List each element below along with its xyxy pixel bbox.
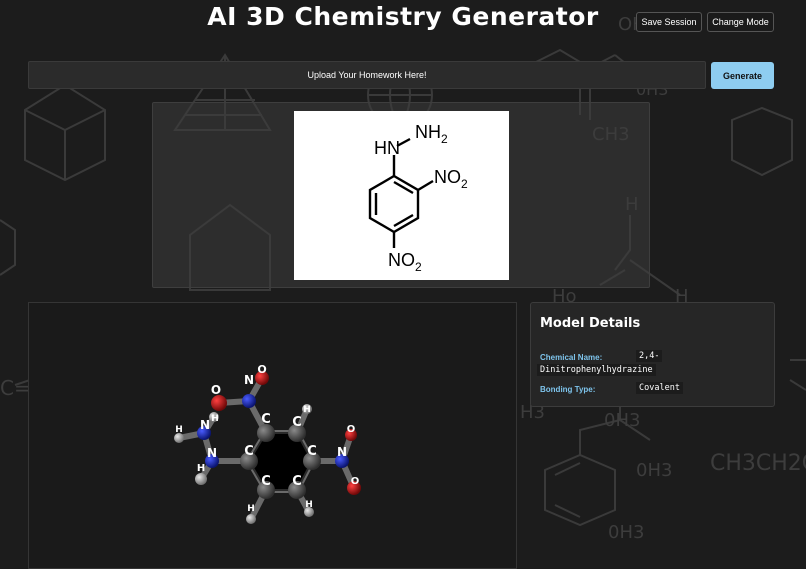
svg-text:0H3: 0H3 [608,522,644,543]
atom-label-c: C [307,444,317,459]
atom-label-h: H [247,504,255,514]
atom-oxygen [211,395,227,411]
generate-button[interactable]: Generate [711,62,774,89]
no2-right-label: NO2 [434,167,468,191]
structure-image: HN NH2 NO2 NO2 [294,111,509,280]
atom-label-n: N [200,418,210,432]
model-details-panel: Model Details Chemical Name: 2,4- Dinitr… [530,302,775,407]
atom-oxygen [347,481,361,495]
atom-carbon [288,481,306,499]
svg-text:0H3: 0H3 [636,460,672,481]
atom-nitrogen [197,426,211,440]
atom-label-n: N [244,373,254,387]
atom-nitrogen [242,394,256,408]
atom-label-n: N [337,445,347,459]
structure-drawing: HN NH2 NO2 NO2 [368,122,468,274]
atom-hydrogen [302,404,312,414]
svg-text:C=: C= [0,376,31,400]
atom-nitrogen [335,454,349,468]
change-mode-button[interactable]: Change Mode [707,12,774,32]
atom-label-o: O [347,424,356,435]
atom-label-h: H [305,500,313,510]
svg-text:0H3: 0H3 [604,410,640,431]
atom-label-o: O [257,363,266,376]
atom-oxygen [345,429,357,441]
save-session-button[interactable]: Save Session [636,12,702,32]
atom-carbon [240,452,258,470]
atom-label-o: O [351,476,360,487]
chemical-name-value-line2: Dinitrophenylhydrazine [537,364,656,376]
upload-label: Upload Your Homework Here! [307,70,427,80]
atom-carbon [303,452,321,470]
no2-bottom-label: NO2 [388,250,422,274]
atom-label-h: H [175,425,183,435]
atom-hydrogen [195,473,207,485]
chemical-name-value-line1: 2,4- [636,350,663,362]
atom-label-h: H [211,414,219,424]
3d-molecule-viewer[interactable]: C C C C C C N N N N O O O O H H H H H H [28,302,517,569]
atom-label-c: C [244,444,254,459]
atom-label-h: H [303,405,311,415]
hn-label: HN [374,138,400,158]
atom-nitrogen [205,454,219,468]
app-title: AI 3D Chemistry Generator [207,2,599,31]
atom-hydrogen [174,433,184,443]
model-details-heading: Model Details [540,316,641,331]
atom-label-c: C [292,474,302,489]
chemical-name-label: Chemical Name: [540,353,603,362]
atom-carbon [288,424,306,442]
molecule-3d-render: C C C C C C N N N N O O O O H H H H H H [174,363,361,524]
atom-label-c: C [292,415,302,430]
atom-carbon [257,481,275,499]
atom-label-o: O [211,383,221,397]
atom-carbon [257,424,275,442]
atom-label-n: N [207,446,217,460]
atom-label-c: C [261,412,271,427]
atom-label-h: H [197,463,205,474]
atom-oxygen [255,371,269,385]
atom-hydrogen [209,412,219,422]
atom-label-c: C [261,474,271,489]
atom-hydrogen [304,507,314,517]
nh2-label: NH2 [415,122,448,146]
upload-homework-button[interactable]: Upload Your Homework Here! [28,61,706,89]
bonding-type-value: Covalent [636,382,683,394]
bonding-type-label: Bonding Type: [540,385,596,394]
atom-hydrogen [246,514,256,524]
